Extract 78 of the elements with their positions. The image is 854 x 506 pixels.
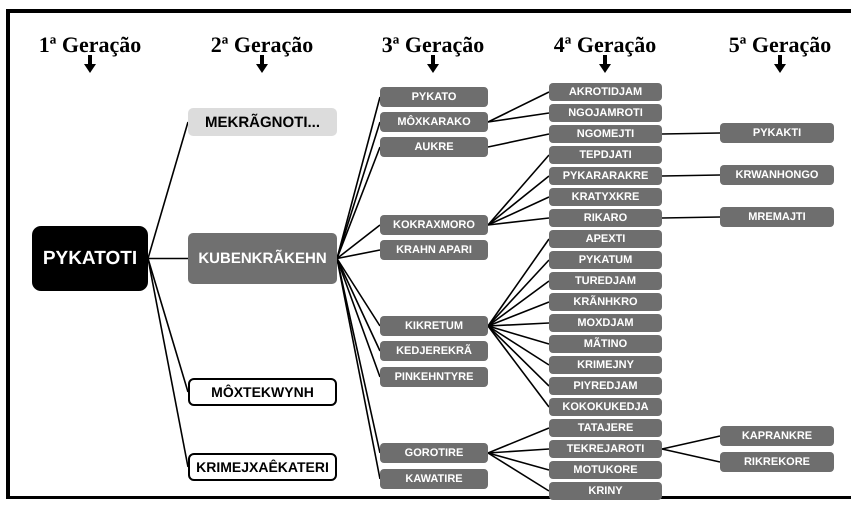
connector-line [147,258,189,468]
connector-line [336,249,380,260]
connector-line [488,196,550,226]
name-node: TEKREJAROTI [549,440,662,458]
name-node: PYKATO [380,87,488,107]
connector-line [488,325,550,345]
connector-line [147,122,189,259]
connector-line [488,91,550,123]
name-node: KRWANHONGO [720,165,834,185]
name-node: PIYREDJAM [549,377,662,395]
connector-line [148,258,188,260]
outlined-node: KRIMEJXAÊKATERI [188,453,337,481]
name-node: MREMAJTI [720,207,834,227]
name-node: MOTUKORE [549,461,662,479]
name-node: KRINY [549,482,662,500]
faded-node: MEKRÃGNOTI... [188,108,337,136]
root-node: PYKATOTI [32,226,148,291]
name-node: KAPRANKRE [720,426,834,446]
name-node: TATAJERE [549,419,662,437]
connector-line [662,435,720,450]
name-node: PYKAKTI [720,123,834,143]
name-node: TUREDJAM [549,272,662,290]
name-node: GOROTIRE [380,443,488,463]
name-node: RIKREKORE [720,452,834,472]
connector-line [488,280,550,327]
name-node: KRÃNHKRO [549,293,662,311]
connector-line [488,112,550,123]
connector-line [488,325,550,366]
column-heading: 3ª Geração [382,32,484,58]
name-node: MOXDJAM [549,314,662,332]
connector-line [336,258,381,378]
connector-line [488,427,550,454]
connector-line [488,301,550,327]
name-node: PINKEHNTYRE [380,367,488,387]
connector-line [336,146,381,259]
name-node: PYKATUM [549,251,662,269]
connector-line [662,448,720,463]
connector-line [487,238,550,326]
connector-line [488,322,550,327]
name-node: KRATYXKRE [549,188,662,206]
column-heading: 1ª Geração [38,32,142,58]
outlined-node: MÔXTEKWYNH [188,378,337,406]
name-node: PYKARARAKRE [549,167,662,185]
column-heading: 2ª Geração [210,32,314,58]
connector-line [488,452,550,492]
connector-line [336,258,381,326]
name-node: KOKOKUKEDJA [549,398,662,416]
name-node: TEPDJATI [549,146,662,164]
connector-line [487,326,550,408]
name-node: APEXTI [549,230,662,248]
connector-line [488,448,550,454]
name-node: RIKARO [549,209,662,227]
connector-line [147,258,189,392]
name-node: KAWATIRE [380,469,488,489]
name-node: NGOMEJTI [549,125,662,143]
connector-line [488,217,550,226]
name-node: AUKRE [380,137,488,157]
name-node: KRAHN APARI [380,240,488,260]
connector-line [487,154,550,226]
connector-line [488,452,550,471]
connector-line [488,175,550,226]
name-node: NGOJAMROTI [549,104,662,122]
name-node: KEDJEREKRÃ [380,341,488,361]
connector-line [662,174,720,177]
branch-node: KUBENKRÃKEHN [188,233,337,284]
column-heading: 4ª Geração [554,32,656,58]
column-heading: 5ª Geração [728,32,832,58]
name-node: MÔXKARAKO [380,112,488,132]
name-node: AKROTIDJAM [549,83,662,101]
name-node: KRIMEJNY [549,356,662,374]
name-node: KIKRETUM [380,316,488,336]
connector-line [662,216,720,219]
connector-line [336,224,380,260]
connector-line [488,133,550,148]
name-node: MÃTINO [549,335,662,353]
name-node: KOKRAXMORO [380,215,488,235]
connector-line [336,258,381,352]
connector-line [662,132,720,135]
